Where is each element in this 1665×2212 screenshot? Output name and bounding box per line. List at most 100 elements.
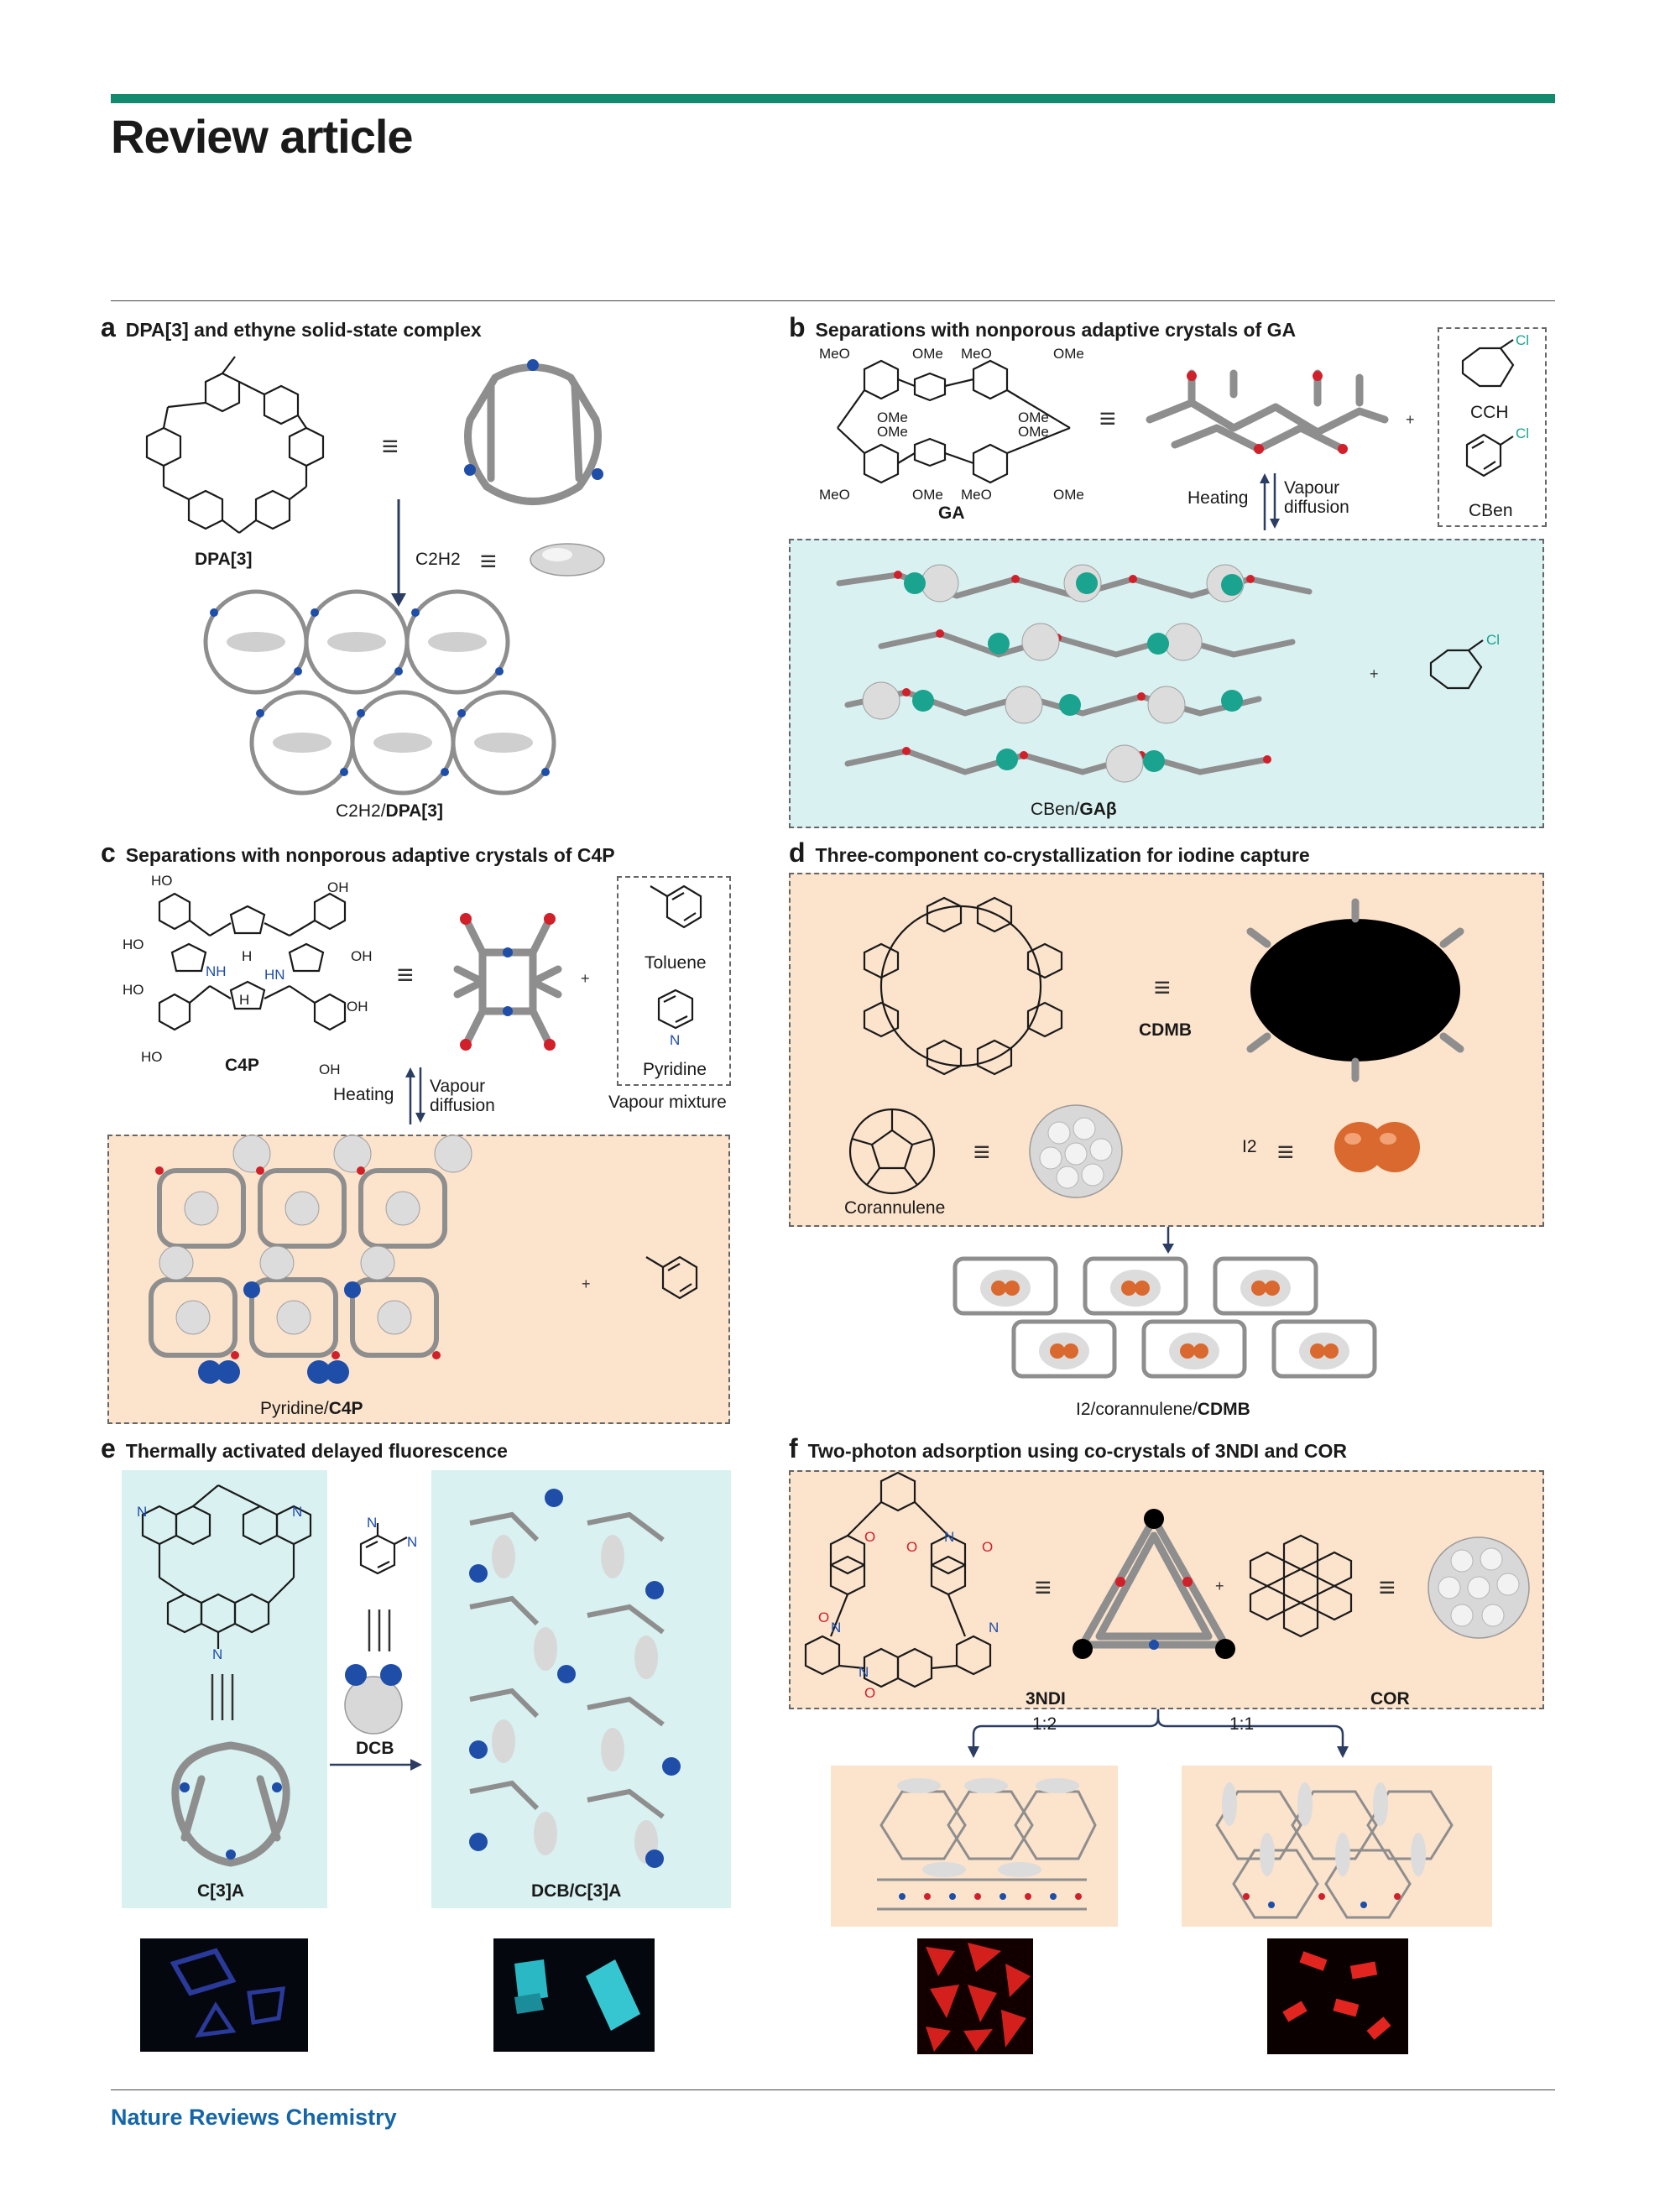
ome-text: OMe [1053,346,1084,362]
panel-c-label-pyridine: Pyridine [643,1060,707,1079]
panel-c-c4p-3d-model [453,913,562,1051]
panel-f-letter: f [789,1433,798,1463]
panel-e-dcb-spacefill [344,1664,403,1735]
panel-f-equiv-1: ≡ [1035,1572,1052,1604]
panel-d-complex-host: CDMB [1197,1400,1250,1419]
panel-b-ome-1: OMe [912,346,943,363]
panel-b-ome-5: OMe [1018,410,1049,426]
panel-b-ome-4: OMe [877,424,908,441]
panel-b-letter: b [789,312,806,342]
panel-d-complex-prefix: I2/corannulene/ [1076,1400,1198,1419]
panel-a-label-c2h2: C2H2 [415,550,461,569]
meo-text: MeO [819,487,850,503]
panel-c-plus-2: + [582,1276,591,1292]
panel-b-equiv: ≡ [1099,403,1116,435]
panel-f-label-cor: COR [1370,1689,1410,1709]
panel-f-o-1: O [864,1529,876,1545]
panel-b-complex-label: CBen/GAβ [1031,800,1117,820]
panel-a-equiv-2: ≡ [480,545,497,577]
panel-b-label-ga: GA [938,503,965,523]
panel-c-c4p-structure [158,892,347,1031]
meo-text: MeO [961,487,992,503]
ome-text: OMe [1053,487,1084,503]
ome-text: OMe [912,346,943,362]
panel-a-complex-prefix: C2H2/ [336,801,386,821]
panel-b-ome-3: OMe [877,410,908,426]
panel-f-coronene-structure [1249,1534,1353,1638]
panel-f-n-3: N [989,1620,1000,1636]
panel-d-letter: d [789,837,806,868]
meo-text: MeO [961,346,992,362]
panel-a-dpa3-structure [145,356,325,534]
panel-d-cdmb-3d-model [1246,898,1464,1083]
panel-e-complex-fluorescence-photo [493,1938,655,2052]
panel-e-dcb-structure [359,1523,408,1575]
panel-f-title-text: Two-photon adsorption using co-crystals … [807,1440,1347,1462]
panel-e-dcb-n-2: N [407,1534,418,1550]
panel-c-ho-1: HO [151,873,173,889]
panel-c-nh: NH [206,963,227,979]
panel-d-corannulene-spacefill [1029,1104,1123,1198]
top-divider [111,300,1555,301]
panel-f-title: f Two-photon adsorption using co-crystals… [789,1433,1347,1464]
panel-f-coronene-spacefill [1428,1536,1530,1639]
panel-e-title: e Thermally activated delayed fluorescenc… [101,1433,508,1464]
panel-d-box [789,873,1544,1227]
panel-a-equiv-1: ≡ [382,430,399,462]
panel-e-c3a-3d-model [171,1741,290,1867]
panel-b-complex-prefix: CBen/ [1031,800,1080,819]
panel-e-title-text: Thermally activated delayed fluorescence [125,1440,508,1462]
panel-e-c3a-fluorescence-photo [140,1938,308,2052]
panel-b-ome-8: OMe [1053,487,1084,503]
panel-c-equiv: ≡ [397,959,414,991]
panel-d-down-arrow [1162,1227,1174,1254]
panel-d-equiv-2: ≡ [973,1136,990,1168]
ome-text: OMe [877,424,908,440]
bottom-divider [111,2089,1555,2090]
panel-a-title-text: DPA[3] and ethyne solid-state complex [125,319,482,341]
footer-journal-name: Nature Reviews Chemistry [111,2105,397,2130]
panel-c-label-toluene: Toluene [645,953,707,973]
panel-b-ga-3d-model [1146,369,1389,454]
panel-f-o-2: O [906,1539,918,1555]
panel-a-crystal-packing [203,589,556,796]
panel-a-dpa3-3d-model [464,359,603,505]
panel-e-c3a-structure [141,1484,312,1649]
panel-b-ga-structure [837,359,1071,484]
panel-b-title-text: Separations with nonporous adaptive crys… [815,319,1297,341]
panel-c-reversible-arrows [405,1067,425,1124]
panel-e-triple-equals-2 [368,1609,391,1651]
panel-c-diffusion: diffusion [430,1096,495,1115]
panel-c-ho-4: HO [141,1049,163,1065]
panel-d-label-cdmb: CDMB [1139,1020,1192,1040]
panel-d-complex-label: I2/corannulene/CDMB [1076,1400,1250,1420]
panel-b-vapour: Vapour [1284,478,1340,498]
panel-b-cl-3: Cl [1486,632,1501,648]
panel-c-h-1: H [242,948,253,964]
panel-b-cch-product [1429,639,1484,690]
panel-e-dcb-n-1: N [367,1515,378,1531]
panel-e-letter: e [101,1433,116,1463]
panel-d-cdmb-structure [863,896,1063,1076]
panel-d-crystal-packing [953,1256,1377,1379]
panel-e-crystal-packing [469,1489,681,1868]
panel-f-plus: + [1215,1578,1224,1594]
panel-b-label-cben: CBen [1469,501,1513,520]
panel-f-n-2: N [831,1620,842,1636]
panel-c-title-text: Separations with nonporous adaptive crys… [125,844,615,866]
panel-a-complex-label: C2H2/DPA[3] [336,801,443,822]
panel-b-meo-1: MeO [819,346,850,363]
panel-e-label-c3a: C[3]A [197,1881,244,1901]
panel-b-heating: Heating [1187,488,1249,508]
panel-b-diffusion: diffusion [1284,498,1349,517]
panel-e-triple-equals-1 [211,1674,234,1720]
panel-c-guest-box [617,876,731,1086]
panel-f-split-arrows [968,1709,1349,1758]
panel-b-plus-1: + [1406,411,1415,428]
panel-f-ratio-right: 1:1 [1229,1714,1255,1734]
panel-c-pyridine-n: N [670,1032,681,1048]
panel-b-title: b Separations with nonporous adaptive cry… [789,312,1296,343]
panel-c-oh-1: OH [327,879,349,895]
panel-e-label-complex: DCB/C[3]A [531,1881,622,1901]
